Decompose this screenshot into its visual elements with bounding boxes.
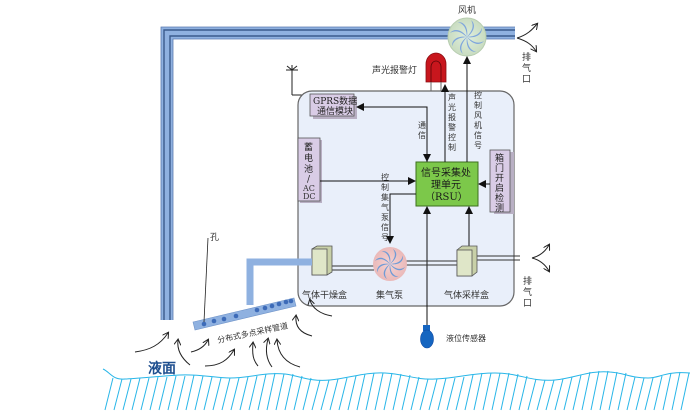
svg-text:风: 风 <box>474 111 482 120</box>
battery-module: 蓄 电 池 / AC DC <box>297 137 322 203</box>
comm-label: 通 信 <box>418 120 426 140</box>
exhaust-top-arrows-icon <box>516 24 537 51</box>
svg-text:控: 控 <box>448 132 456 142</box>
level-sensor-label: 液位传感器 <box>446 333 486 343</box>
svg-text:控: 控 <box>381 172 389 182</box>
sampling-pipeline <box>192 258 312 331</box>
svg-text:报: 报 <box>448 112 456 122</box>
svg-text:控: 控 <box>474 90 482 100</box>
svg-text:号: 号 <box>474 141 482 150</box>
svg-text:信: 信 <box>474 130 482 140</box>
pump-icon <box>373 247 407 281</box>
sampling-box-label: 气体采样盒 <box>444 289 489 301</box>
fan-label: 风机 <box>458 4 476 16</box>
svg-text:理单元: 理单元 <box>431 179 461 191</box>
svg-text:集: 集 <box>381 192 389 202</box>
exhaust-pipe <box>160 26 515 320</box>
gprs-module: GPRS数据 通信模块 <box>309 93 357 119</box>
svg-text:气: 气 <box>522 62 531 74</box>
hole-label: 孔 <box>210 232 219 243</box>
svg-text:排: 排 <box>522 51 531 63</box>
door-detect-module: 箱 门 开 启 检 测 <box>489 149 514 214</box>
gas-tubes <box>330 255 520 271</box>
svg-text:AC: AC <box>302 184 315 193</box>
svg-text:GPRS数据: GPRS数据 <box>313 95 357 107</box>
level-sensor-icon <box>420 325 434 349</box>
svg-text:光: 光 <box>448 102 456 112</box>
svg-text:（RSU）: （RSU） <box>425 191 468 203</box>
svg-text:泵: 泵 <box>381 213 389 222</box>
svg-text:通: 通 <box>418 120 426 130</box>
svg-text:信: 信 <box>418 130 426 140</box>
rsu-unit: 信号采集处 理单元 （RSU） <box>415 161 479 207</box>
svg-text:气: 气 <box>381 202 389 212</box>
dryer-box-label: 气体干燥盒 <box>302 289 347 301</box>
svg-text:制: 制 <box>448 142 456 152</box>
pipeline-label: 分布式多点采样管道 <box>216 320 289 345</box>
gas-flow-arrows <box>134 300 333 368</box>
svg-text:号: 号 <box>381 233 389 242</box>
alarm-ctrl-label: 声 光 报 警 控 制 <box>448 92 456 152</box>
fan-icon <box>447 17 487 57</box>
signal-lines <box>320 56 490 330</box>
svg-text:开: 开 <box>495 173 504 184</box>
liquid-surface <box>102 368 690 411</box>
alarm-light-icon <box>425 52 447 92</box>
alarm-light-label: 声光报警灯 <box>372 64 417 76</box>
hole-pointer <box>203 237 209 323</box>
svg-text:信: 信 <box>381 222 389 232</box>
svg-text:口: 口 <box>522 75 531 85</box>
svg-text:箱: 箱 <box>495 152 504 164</box>
dryer-box <box>311 245 333 276</box>
svg-text:蓄: 蓄 <box>304 141 313 153</box>
exhaust-right-label: 排 气 口 <box>523 275 532 309</box>
svg-text:声: 声 <box>448 92 456 102</box>
svg-text:检: 检 <box>495 192 504 204</box>
svg-text:口: 口 <box>523 299 532 309</box>
svg-text:气: 气 <box>523 286 532 298</box>
fan-ctrl-label: 控 制 风 机 信 号 <box>474 90 482 150</box>
svg-text:制: 制 <box>381 182 389 192</box>
svg-text:电: 电 <box>304 152 313 164</box>
svg-text:排: 排 <box>523 275 532 287</box>
svg-text:制: 制 <box>474 100 482 110</box>
svg-text:机: 机 <box>474 120 482 130</box>
svg-text:测: 测 <box>495 203 504 214</box>
sampling-box <box>456 245 478 277</box>
pump-ctrl-label: 控 制 集 气 泵 信 号 <box>381 172 389 242</box>
svg-text:门: 门 <box>495 162 504 174</box>
svg-text:警: 警 <box>448 122 456 132</box>
exhaust-top-label: 排 气 口 <box>522 51 531 85</box>
svg-text:DC: DC <box>303 192 316 201</box>
exhaust-right-arrows-icon <box>531 245 549 271</box>
svg-text:信号采集处: 信号采集处 <box>421 166 471 179</box>
liquid-surface-label: 液面 <box>148 360 176 377</box>
pump-label: 集气泵 <box>376 289 403 301</box>
svg-text:/: / <box>307 175 311 185</box>
svg-text:池: 池 <box>304 163 313 175</box>
svg-text:通信模块: 通信模块 <box>317 105 353 117</box>
svg-text:启: 启 <box>495 182 504 194</box>
